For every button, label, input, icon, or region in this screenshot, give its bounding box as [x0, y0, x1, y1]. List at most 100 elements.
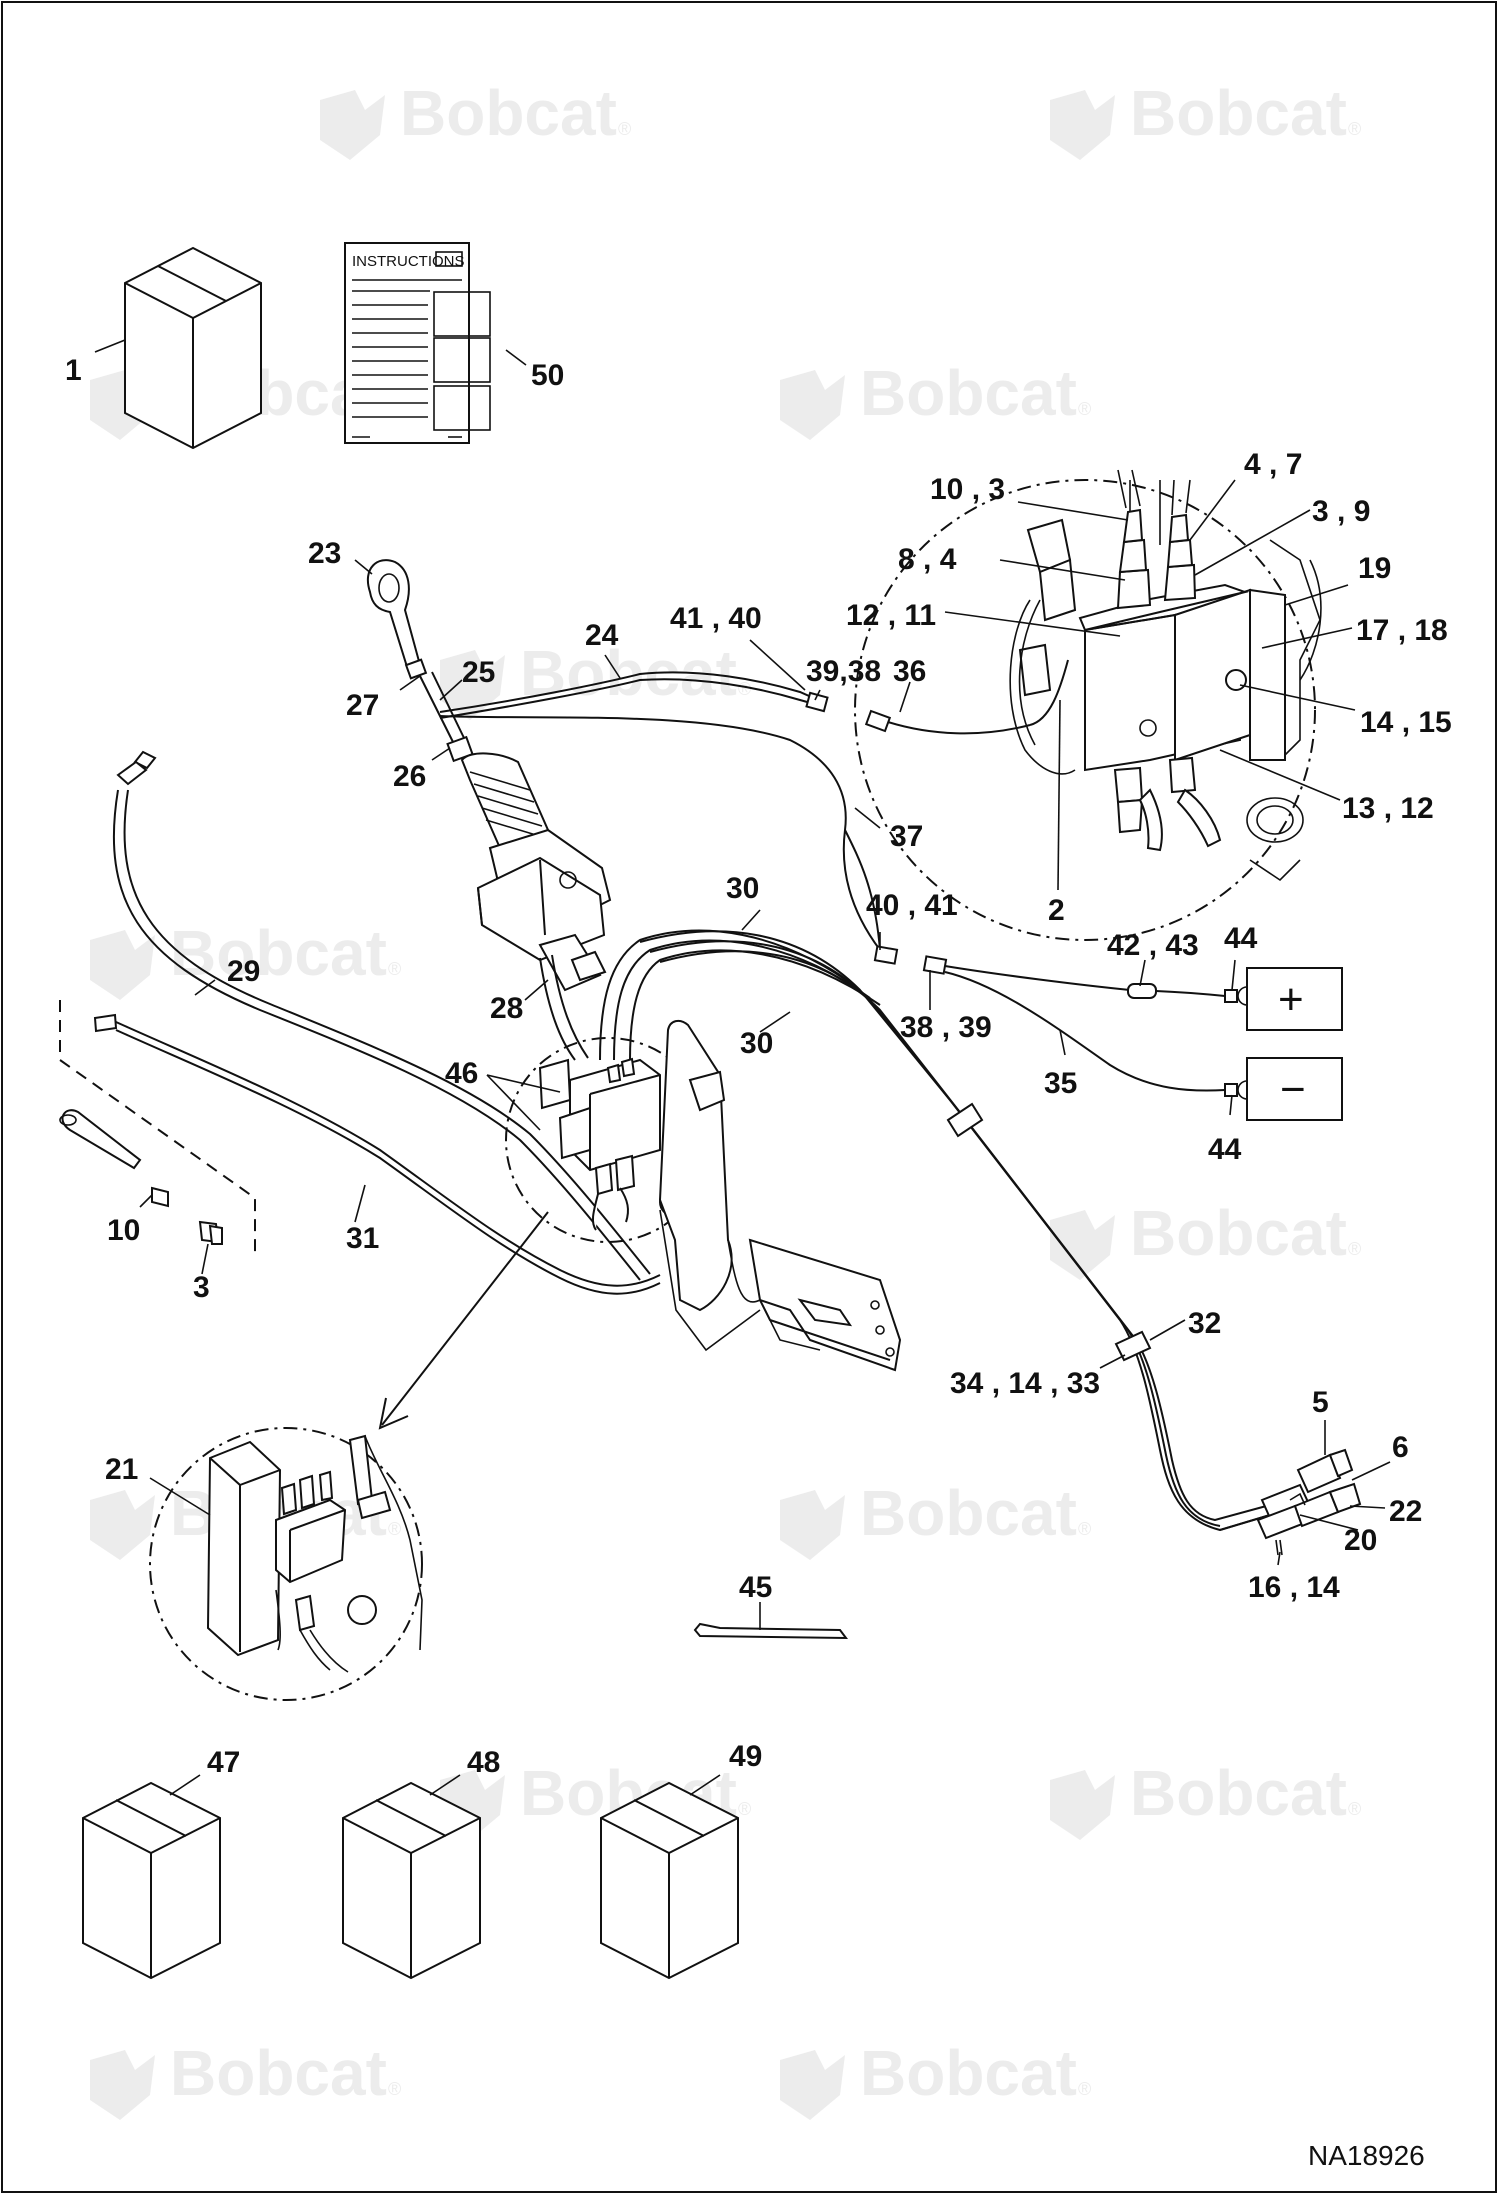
bobcat-logo-icon: [780, 370, 845, 440]
watermark-group: Bobcat ® Bobcat ® Bobcat ® Bobcat ® Bobc…: [90, 77, 1361, 2120]
watermark-reg: ®: [618, 119, 631, 139]
callout-label: 2: [1048, 894, 1065, 927]
watermark-reg: ®: [1348, 119, 1361, 139]
callout-label: 20: [1344, 1524, 1377, 1557]
watermark-reg: ®: [738, 1799, 751, 1819]
hoses-29-31: [93, 750, 661, 1295]
callout-label: 39,38: [806, 655, 881, 688]
callout-label: 40 , 41: [866, 889, 958, 922]
optional-parts-bracket: [59, 1000, 256, 1258]
watermark-text: Bobcat: [860, 2037, 1077, 2109]
callout-label: 13 , 12: [1342, 792, 1434, 825]
watermark-reg: ®: [738, 679, 751, 699]
callout-label: 50: [531, 359, 564, 392]
watermark: Bobcat ®: [90, 2037, 401, 2120]
watermark-reg: ®: [388, 1519, 401, 1539]
watermark-text: Bobcat: [400, 77, 617, 149]
drawing-id: NA18926: [1308, 2140, 1425, 2171]
harness-24-25: [439, 671, 829, 719]
callout-label: 47: [207, 1746, 240, 1779]
instructions-label: INSTRUCTIONS: [352, 253, 465, 270]
joystick-handle: [366, 559, 612, 992]
instructions-sheet: INSTRUCTIONS: [344, 242, 491, 444]
watermark: Bobcat ®: [90, 917, 401, 1000]
callout-label: 14 , 15: [1360, 706, 1452, 739]
negative-sign: −: [1280, 1065, 1306, 1114]
callout-label: 46: [445, 1057, 478, 1090]
callout-label: 24: [585, 619, 619, 652]
quick-couplers: [1219, 1448, 1362, 1556]
valve-detail-circle: [854, 469, 1322, 941]
box-part-48: [342, 1781, 481, 1980]
callout-label: 36: [893, 655, 926, 688]
watermark: Bobcat ®: [1050, 1197, 1361, 1280]
callout-label: 30: [740, 1027, 773, 1060]
callout-label: 38 , 39: [900, 1011, 992, 1044]
watermark-text: Bobcat: [170, 2037, 387, 2109]
callout-label: 42 , 43: [1107, 929, 1199, 962]
callout-label: 27: [346, 689, 379, 722]
callout-label: 19: [1358, 552, 1391, 585]
callout-label: 12 , 11: [846, 599, 936, 632]
callout-label: 23: [308, 537, 341, 570]
watermark: Bobcat ®: [780, 1477, 1091, 1560]
callout-label: 30: [726, 872, 759, 905]
watermark: Bobcat ®: [1050, 77, 1361, 160]
callout-label: 29: [227, 955, 260, 988]
leader-lines: [94, 339, 1391, 1796]
watermark-text: Bobcat: [1130, 77, 1347, 149]
watermark-text: Bobcat: [860, 1477, 1077, 1549]
box-part-1: [124, 246, 262, 450]
watermark-text: Bobcat: [1130, 1757, 1347, 1829]
callout-label: 6: [1392, 1431, 1409, 1464]
watermark: Bobcat ®: [780, 2037, 1091, 2120]
battery-harness: + −: [922, 955, 1343, 1121]
callout-label: 10: [107, 1214, 140, 1247]
detail-arrow: [378, 1211, 549, 1430]
valve-assembly-46: [505, 929, 1271, 1532]
callout-label: 48: [467, 1746, 500, 1779]
watermark: Bobcat ®: [780, 357, 1091, 440]
watermark-reg: ®: [1348, 1799, 1361, 1819]
callout-label: 1: [65, 354, 82, 387]
bobcat-logo-icon: [1050, 1210, 1115, 1280]
bobcat-logo-icon: [780, 1490, 845, 1560]
watermark: Bobcat ®: [1050, 1757, 1361, 1840]
callout-label: 26: [393, 760, 426, 793]
callout-label: 17 , 18: [1356, 614, 1448, 647]
callout-label: 45: [739, 1571, 772, 1604]
callout-label: 10 , 3: [930, 473, 1005, 506]
watermark-reg: ®: [388, 2079, 401, 2099]
bobcat-logo-icon: [90, 1490, 155, 1560]
battery-negative-terminal: [1246, 1057, 1343, 1121]
bobcat-logo-icon: [1050, 1770, 1115, 1840]
callout-label: 16 , 14: [1248, 1571, 1340, 1604]
positive-sign: +: [1278, 975, 1304, 1024]
callout-label: 3: [193, 1271, 210, 1304]
callout-label: 49: [729, 1740, 762, 1773]
callout-label: 44: [1208, 1133, 1242, 1166]
box-part-49: [600, 1781, 739, 1980]
callout-label: 22: [1389, 1495, 1422, 1528]
valve-detail-21: [149, 1427, 423, 1701]
callout-label: 8 , 4: [898, 543, 957, 576]
watermark-text: Bobcat: [1130, 1197, 1347, 1269]
bobcat-logo-icon: [320, 90, 385, 160]
callout-label: 35: [1044, 1067, 1077, 1100]
callout-label: 25: [462, 656, 495, 689]
bobcat-logo-icon: [90, 2050, 155, 2120]
harness-36-37: [439, 709, 1031, 965]
bobcat-logo-icon: [780, 2050, 845, 2120]
battery-positive-terminal: [1246, 967, 1343, 1031]
watermark-reg: ®: [1078, 399, 1091, 419]
watermark-reg: ®: [1348, 1239, 1361, 1259]
cable-tie-45: [693, 1622, 849, 1640]
callout-label: 31: [346, 1222, 379, 1255]
watermark: Bobcat ®: [320, 77, 631, 160]
watermark-reg: ®: [1078, 1519, 1091, 1539]
watermark-text: Bobcat: [170, 917, 387, 989]
callout-label: 44: [1224, 922, 1258, 955]
callout-labels: 1 50 23 24 41 , 40 39,38 36 25 27 26 10 …: [65, 354, 1452, 1779]
